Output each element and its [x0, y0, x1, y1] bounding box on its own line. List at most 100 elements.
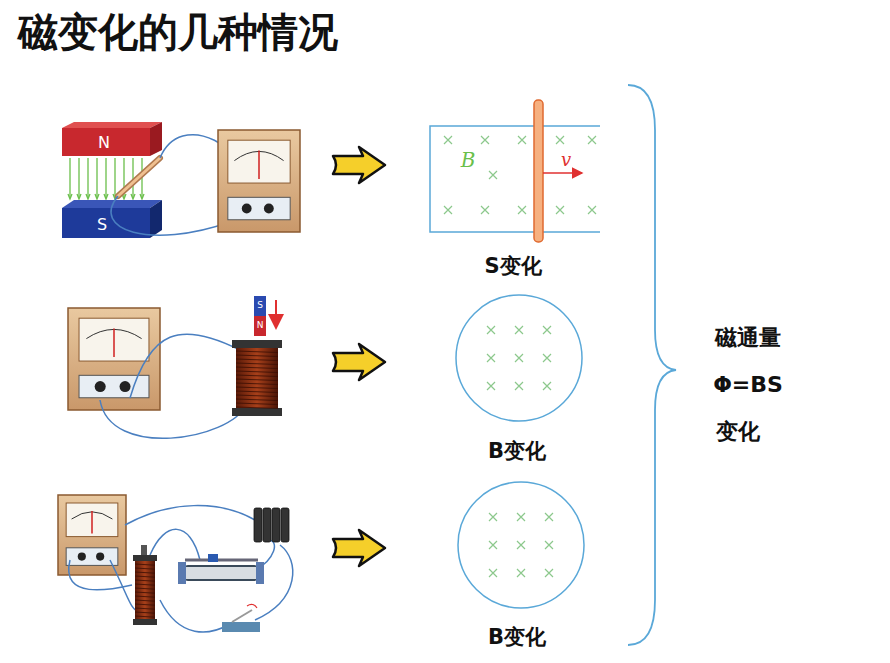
brace [628, 85, 676, 645]
yellow-arrow [333, 147, 385, 566]
field-cross [487, 326, 495, 334]
stroke [95, 194, 99, 199]
title: 磁变化的几种情况 [18, 8, 338, 56]
stroke [79, 375, 149, 397]
stroke [104, 194, 108, 199]
field-cross [545, 569, 553, 577]
field-cross [517, 569, 525, 577]
galvanometer-case [58, 495, 126, 575]
stroke [69, 158, 70, 198]
stroke [236, 371, 278, 373]
stroke [135, 588, 155, 589]
field-region [430, 100, 600, 608]
field-cross [444, 206, 452, 214]
stroke [236, 375, 278, 377]
stroke [135, 616, 155, 617]
stroke [135, 608, 155, 609]
field-cross [545, 541, 553, 549]
stroke [281, 508, 289, 542]
yellow-arrow [333, 344, 385, 380]
field-cross [487, 354, 495, 362]
pole-label: S [257, 301, 263, 311]
stroke [242, 204, 252, 214]
caption-label: B变化 [488, 626, 546, 649]
stroke [78, 553, 86, 561]
stroke [236, 399, 278, 401]
field-cross [487, 382, 495, 390]
stroke [236, 367, 278, 369]
field-cross [517, 541, 525, 549]
stroke [236, 403, 278, 405]
stroke [236, 379, 278, 381]
stroke [135, 612, 155, 613]
stroke [68, 194, 72, 199]
stroke [140, 194, 144, 199]
field-cross [515, 354, 523, 362]
stroke [236, 387, 278, 389]
field-cross [543, 326, 551, 334]
stroke [236, 395, 278, 397]
field-cross [545, 513, 553, 521]
field-cross [543, 382, 551, 390]
stroke [272, 508, 280, 542]
stroke [79, 318, 149, 361]
stroke [236, 351, 278, 353]
stroke [236, 407, 278, 409]
yellow-arrow [333, 530, 385, 566]
stroke [135, 600, 155, 601]
stroke [135, 604, 155, 605]
stroke [254, 508, 262, 542]
field-cross [543, 354, 551, 362]
stroke [228, 140, 290, 183]
stroke [66, 503, 118, 537]
stroke [236, 363, 278, 365]
field-cross [489, 513, 497, 521]
field-cross [515, 382, 523, 390]
stroke [264, 204, 274, 214]
caption-label: S变化 [484, 255, 541, 278]
stroke [78, 158, 79, 198]
stroke [114, 158, 115, 198]
field-cross [515, 326, 523, 334]
stroke [87, 158, 88, 198]
pole-label: N [257, 321, 264, 331]
galvanometer [58, 130, 300, 575]
field-cross [518, 136, 526, 144]
stroke [236, 355, 278, 357]
stroke [135, 596, 155, 597]
conclusion-text: 磁通量 [715, 326, 781, 350]
field-cross [489, 171, 497, 179]
field-cross [481, 136, 489, 144]
stroke [228, 197, 290, 219]
stroke [77, 194, 81, 199]
stroke [236, 383, 278, 385]
field-cross [518, 206, 526, 214]
field-symbol: B [461, 149, 476, 171]
stroke [135, 564, 155, 565]
circuit-apparatus [69, 506, 293, 632]
pole-label: N [98, 134, 110, 152]
stroke [135, 568, 155, 569]
field-cross [517, 513, 525, 521]
field-cross [556, 136, 564, 144]
stroke [105, 158, 106, 198]
yellow-arrow [333, 147, 385, 183]
stroke [135, 576, 155, 577]
stroke [120, 381, 131, 392]
field-cross [481, 206, 489, 214]
field-cross [588, 206, 596, 214]
stroke [258, 150, 260, 179]
stroke [96, 158, 97, 198]
stroke [131, 194, 135, 199]
stroke [96, 553, 104, 561]
stroke [135, 580, 155, 581]
formula-text: Φ=BS [713, 373, 783, 397]
stroke [236, 359, 278, 361]
field-cross [556, 206, 564, 214]
coil-apparatus [100, 296, 282, 438]
stroke [135, 592, 155, 593]
galvanometer-case [218, 130, 300, 232]
stroke [263, 508, 271, 542]
field-cross [489, 541, 497, 549]
stroke [66, 548, 118, 566]
